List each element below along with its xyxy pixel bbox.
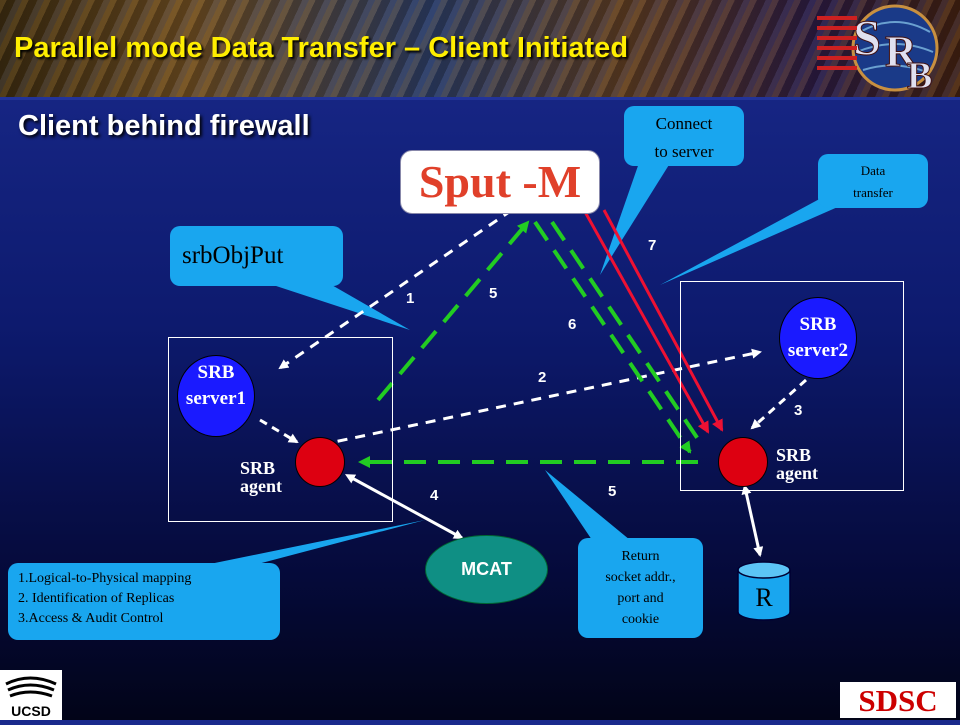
arrow-agent2-resource [741, 484, 764, 557]
srb-agent1-label-1: SRB [240, 458, 276, 478]
data-transfer-line-1: Data [860, 163, 886, 178]
banner-texture [0, 0, 960, 97]
return-socket-line-1: Return [621, 549, 660, 564]
connect-callout: Connect to server [624, 106, 744, 166]
srb-logo: S R B [817, 4, 939, 94]
svg-text:B: B [907, 55, 932, 94]
resource-cylinder: R [737, 561, 791, 621]
title-banner: Parallel mode Data Transfer – Client Ini… [0, 0, 960, 100]
ucsd-logo: UCSD [0, 670, 62, 720]
srb-agent2-label-2: agent [776, 463, 818, 483]
subtitle: Client behind firewall [18, 110, 310, 142]
connect-pointer [600, 160, 672, 275]
srb-agent1-label: SRB agent [240, 459, 282, 495]
arrow-7a [602, 209, 724, 432]
mcat-functions-callout: 1.Logical-to-Physical mapping 2. Identif… [8, 563, 280, 640]
svg-text:R: R [885, 27, 918, 76]
data-transfer-callout: Data transfer [818, 154, 928, 208]
return-socket-pointer [545, 470, 630, 540]
arrow-5-up [376, 220, 530, 402]
return-socket-line-4: cookie [621, 612, 660, 627]
ucsd-logo-text: UCSD [11, 703, 51, 719]
srbobjput-callout: srbObjPut [170, 226, 343, 286]
mcat-function-3: 3.Access & Audit Control [18, 611, 164, 626]
step-1-label: 1 [406, 290, 415, 307]
arrow-6a [533, 220, 692, 454]
srb-agent2-label: SRB agent [776, 446, 818, 482]
step-4-label: 4 [430, 487, 439, 504]
mcat-node: MCAT [425, 535, 548, 604]
data-transfer-pointer [660, 196, 840, 285]
mapping-pointer [200, 520, 425, 566]
step-7-label: 7 [648, 237, 657, 254]
step-3-label: 3 [794, 402, 803, 419]
arrow-server1-agent1 [259, 418, 299, 444]
step-2-label: 2 [538, 369, 547, 386]
svg-text:S: S [853, 9, 881, 65]
client-site-box [168, 337, 393, 522]
srbobjput-pointer [270, 284, 410, 330]
connect-line-2: to server [654, 142, 714, 161]
connect-line-1: Connect [655, 114, 713, 133]
sput-command-box: Sput -M [400, 150, 600, 214]
arrow-4 [344, 474, 464, 540]
step-5-horizontal-label: 5 [608, 483, 617, 500]
return-socket-line-3: port and [617, 591, 664, 606]
srb-agent1 [295, 437, 345, 487]
arrow-3 [750, 378, 807, 430]
sdsc-logo: SDSC [840, 682, 956, 718]
srb-agent2-label-1: SRB [776, 445, 812, 465]
srb-server1-label-1: SRB [197, 362, 235, 383]
srb-server1: SRB server1 [177, 355, 255, 437]
srb-server1-label-2: server1 [185, 388, 247, 409]
srb-agent1-label-2: agent [240, 476, 282, 496]
data-transfer-line-2: transfer [853, 185, 893, 200]
resource-label: R [755, 583, 773, 612]
step-6-label: 6 [568, 316, 577, 333]
slide-title: Parallel mode Data Transfer – Client Ini… [14, 32, 629, 64]
srb-agent2 [718, 437, 768, 487]
srb-server2-label-2: server2 [787, 340, 849, 361]
srb-server2: SRB server2 [779, 297, 857, 379]
return-socket-callout: Return socket addr., port and cookie [578, 538, 703, 638]
mcat-function-1: 1.Logical-to-Physical mapping [18, 571, 192, 586]
srb-server2-label-1: SRB [799, 314, 837, 335]
ucsd-logo-mark: UCSD [5, 676, 57, 719]
arrow-2 [319, 348, 762, 447]
arrow-7b [582, 209, 710, 434]
return-socket-line-2: socket addr., [605, 570, 676, 585]
mcat-function-2: 2. Identification of Replicas [18, 591, 175, 606]
remote-site-box [680, 281, 904, 491]
step-5-up-label: 5 [489, 285, 498, 302]
arrow-6b [550, 220, 704, 447]
